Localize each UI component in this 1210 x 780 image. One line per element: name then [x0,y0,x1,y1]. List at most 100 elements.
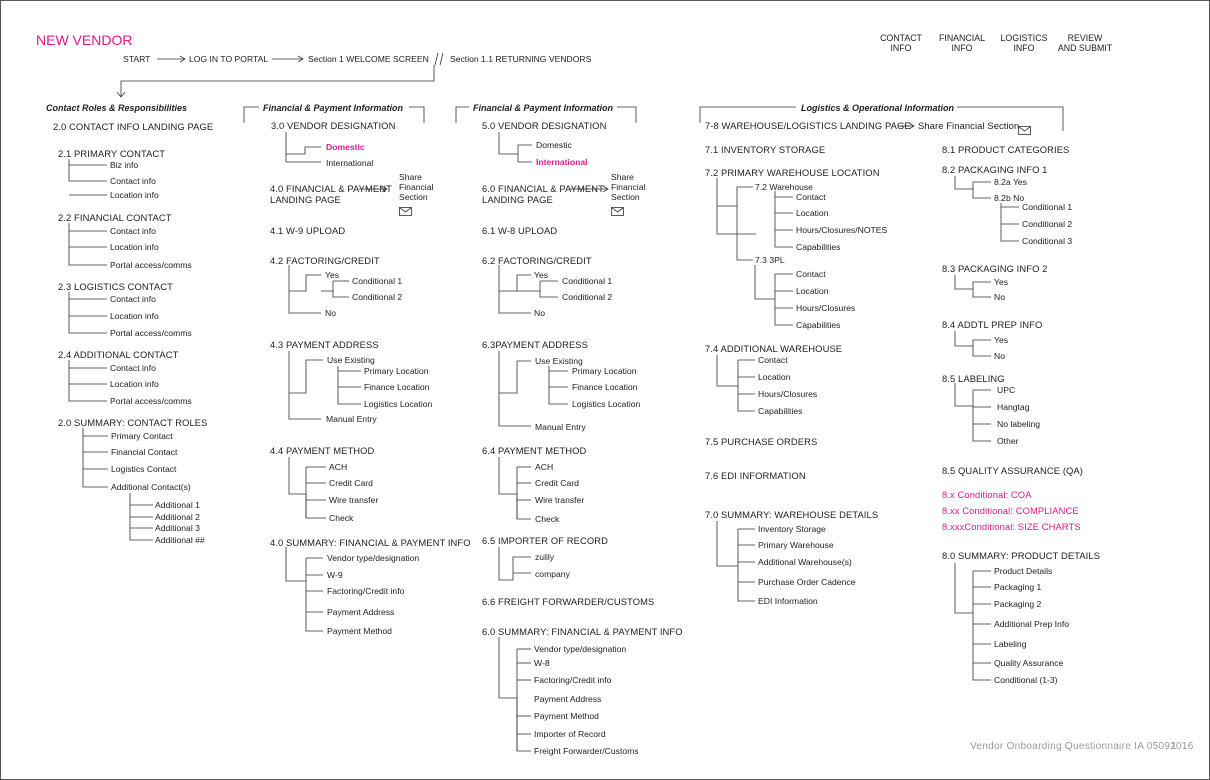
list-item: Payment Address [534,694,602,704]
list-item: Contact info [110,226,156,236]
share-line: Section [399,192,428,202]
list-item: Contact info [110,363,156,373]
list-item: Location info [110,242,159,252]
list-item: Contact info [110,176,156,186]
payment-address-title: 6.3PAYMENT ADDRESS [482,339,588,350]
list-item: Payment Method [327,626,392,636]
list-item: Conditional 3 [1022,236,1073,246]
conditional-compliance: 8.xx Conditional: COMPLIANCE [942,505,1079,516]
designation-domestic: Domestic [536,140,572,150]
factoring-title: 4.2 FACTORING/CREDIT [270,255,380,266]
list-item: Capabilities [758,406,803,416]
w8-upload: 6.1 W-8 UPLOAD [482,225,558,236]
warehouse-summary-title: 7.0 SUMMARY: WAREHOUSE DETAILS [705,509,879,520]
page-title: NEW VENDOR [36,32,133,48]
list-item: Wire transfer [329,495,379,505]
list-item: Additional ## [155,535,205,545]
footer-caption: Vendor Onboarding Questionnaire IA 05092… [970,741,1194,752]
additional-contact-title: 2.4 ADDITIONAL CONTACT [58,349,179,360]
list-item: Factoring/Credit info [327,586,405,596]
fin-summary-title: 4.0 SUMMARY: FINANCIAL & PAYMENT INFO [270,537,471,548]
list-item: Packaging 1 [994,582,1042,592]
list-item: Yes [994,277,1009,287]
flow-welcome: Section 1 WELCOME SCREEN [308,54,429,64]
list-item: Additional 2 [155,512,200,522]
list-item: Additional 3 [155,523,200,533]
list-item: Finance Location [572,382,638,392]
envelope-icon[interactable] [611,203,624,221]
list-item: Contact [758,355,788,365]
list-item: Payment Address [327,607,395,617]
payment-method-title: 4.4 PAYMENT METHOD [270,445,375,456]
freight-forwarder-title: 6.6 FREIGHT FORWARDER/CUSTOMS [482,596,655,607]
list-item: Vendor type/designation [534,644,627,654]
packaging2-title: 8.3 PACKAGING INFO 2 [942,263,1048,274]
vendor-designation-title: 5.0 VENDOR DESIGNATION [482,120,607,131]
conditional-size-charts: 8.xxxConditional: SIZE CHARTS [942,521,1081,532]
list-item: Contact info [110,294,156,304]
list-item: W-8 [534,658,550,668]
list-item: Conditional (1-3) [994,675,1058,685]
list-item: No [994,292,1005,302]
share-financial-section: Share Financial Section [918,120,1020,131]
list-item: W-9 [327,570,343,580]
list-item: Capabilities [796,320,841,330]
prep-info-title: 8.4 ADDTL PREP INFO [942,319,1043,330]
list-item: Conditional 1 [562,276,613,286]
list-item: Inventory Storage [758,524,826,534]
edi-information: 7.6 EDI INFORMATION [705,470,806,481]
list-item: Portal access/comms [110,396,192,406]
list-item: Conditional 1 [352,276,403,286]
list-item: Location info [110,311,159,321]
list-item: Conditional 2 [352,292,403,302]
envelope-icon[interactable] [1018,122,1031,140]
list-item: Primary Location [572,366,637,376]
financial-contact-title: 2.2 FINANCIAL CONTACT [58,212,172,223]
list-item: Conditional 2 [562,292,613,302]
list-item: Additional Prep Info [994,619,1070,629]
list-item: Check [535,514,560,524]
list-item: ACH [535,462,554,472]
page-number: 1 [1171,741,1177,752]
product-summary-title: 8.0 SUMMARY: PRODUCT DETAILS [942,550,1101,561]
list-item: No [325,308,336,318]
list-item: zulily [535,552,555,562]
designation-domestic: Domestic [326,142,365,152]
logistics-contact-title: 2.3 LOGISTICS CONTACT [58,281,173,292]
list-item: Payment Method [534,711,599,721]
list-item: Credit Card [329,478,373,488]
list-item: Hours/Closures [758,389,818,399]
list-item: Yes [534,270,549,280]
list-item: Location [796,208,829,218]
list-item: Contact [796,192,826,202]
fin-summary-title: 6.0 SUMMARY: FINANCIAL & PAYMENT INFO [482,626,683,637]
list-item: Additional Warehouse(s) [758,557,852,567]
primary-warehouse-title: 7.2 PRIMARY WAREHOUSE LOCATION [705,167,880,178]
importer-title: 6.5 IMPORTER OF RECORD [482,535,609,546]
list-item: Use Existing [327,355,375,365]
list-item: Purchase Order Cadence [758,577,856,587]
list-item: Other [997,436,1019,446]
list-item: Yes [994,335,1009,345]
flow-login: LOG IN TO PORTAL [189,54,269,64]
envelope-icon[interactable] [399,203,412,221]
factoring-title: 6.2 FACTORING/CREDIT [482,255,592,266]
w9-upload: 4.1 W-9 UPLOAD [270,225,346,236]
list-item: Packaging 2 [994,599,1042,609]
list-item: Location [758,372,791,382]
list-item: Logistics Contact [111,464,177,474]
list-item: Factoring/Credit info [534,675,612,685]
contact-summary-title: 2.0 SUMMARY: CONTACT ROLES [58,417,208,428]
list-item: Primary Location [364,366,429,376]
list-item: 8.2a Yes [994,177,1027,187]
list-item: Logistics Location [364,399,433,409]
fin-landing-line1: 4.0 FINANCIAL & PAYMENT [270,183,392,194]
list-item: Manual Entry [535,422,586,432]
share-line: Share [399,172,422,182]
